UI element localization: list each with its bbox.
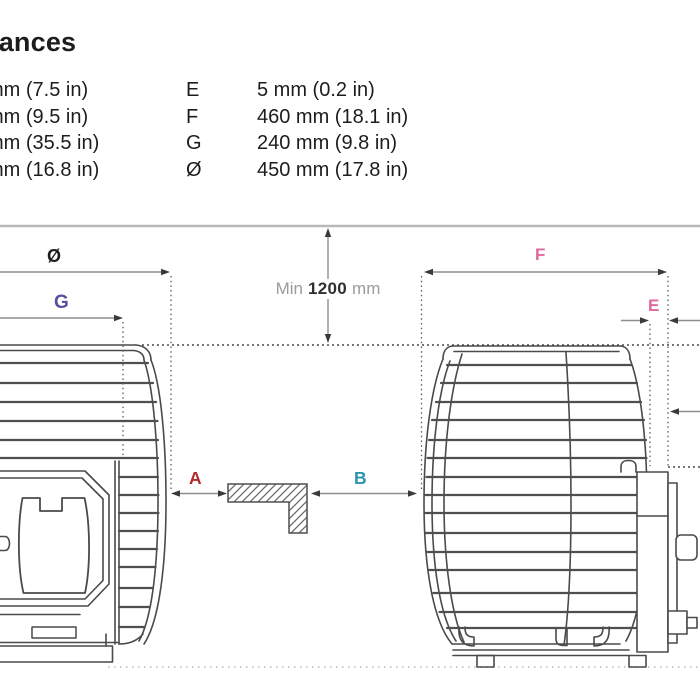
control-nub: [686, 616, 698, 629]
row-value: 460 mm (18.1 in): [257, 106, 409, 128]
door-handle: [0, 535, 11, 552]
min-value: 1200: [308, 279, 348, 298]
control-side-strip: [667, 482, 678, 644]
row-left-value: mm (35.5 in): [0, 132, 100, 154]
control-pipe: [620, 459, 637, 473]
control-tab: [667, 610, 688, 635]
diameter-dimension: [0, 268, 170, 276]
door-glass: [17, 497, 90, 594]
a-label: A: [189, 468, 202, 488]
min-prefix: Min: [275, 279, 304, 298]
row-value: 5 mm (0.2 in): [257, 79, 375, 101]
wall-cross-section: [227, 483, 308, 534]
min-height-dimension: [324, 228, 332, 343]
left-stove-drawing: [0, 344, 167, 663]
e-dimension: [621, 317, 700, 324]
right-stove-drawing: [423, 345, 698, 668]
door-inner-frame: [0, 477, 104, 600]
right-edge-dimension: [670, 408, 700, 415]
foot-left: [476, 654, 495, 668]
row-letter: Ø: [186, 159, 202, 181]
row-letter: E: [186, 79, 200, 101]
row-left-value: mm (7.5 in): [0, 79, 89, 101]
min-clearance-label: Min 1200 mm: [272, 279, 384, 299]
control-box: [636, 471, 669, 653]
row-letter: F: [186, 106, 199, 128]
foot-right: [628, 654, 647, 668]
row-value: 240 mm (9.8 in): [257, 132, 398, 154]
g-dimension: [0, 314, 123, 322]
b-label: B: [354, 468, 367, 488]
table-row: mm (7.5 in) E 5 mm (0.2 in): [0, 79, 700, 101]
min-unit: mm: [352, 279, 381, 298]
row-letter: G: [186, 132, 202, 154]
table-row: mm (9.5 in) F 460 mm (18.1 in): [0, 106, 700, 128]
door-outer-frame: [0, 470, 110, 607]
table-row: mm (16.8 in) Ø 450 mm (17.8 in): [0, 159, 700, 181]
row-left-value: mm (16.8 in): [0, 159, 100, 181]
f-dimension: [424, 268, 667, 276]
row-left-value: mm (9.5 in): [0, 106, 89, 128]
page-title: rances: [0, 27, 77, 57]
g-label: G: [54, 292, 69, 313]
left-stove-base: [0, 645, 114, 663]
table-row: mm (35.5 in) G 240 mm (9.8 in): [0, 132, 700, 154]
f-label: F: [535, 245, 546, 264]
dimension-lines: [0, 228, 700, 497]
vent-slot: [31, 626, 77, 639]
diameter-label: Ø: [47, 246, 62, 266]
control-knob: [675, 534, 698, 561]
b-dimension: [311, 490, 417, 497]
a-dimension: [171, 490, 227, 497]
row-value: 450 mm (17.8 in): [257, 159, 409, 181]
e-label: E: [648, 296, 660, 315]
